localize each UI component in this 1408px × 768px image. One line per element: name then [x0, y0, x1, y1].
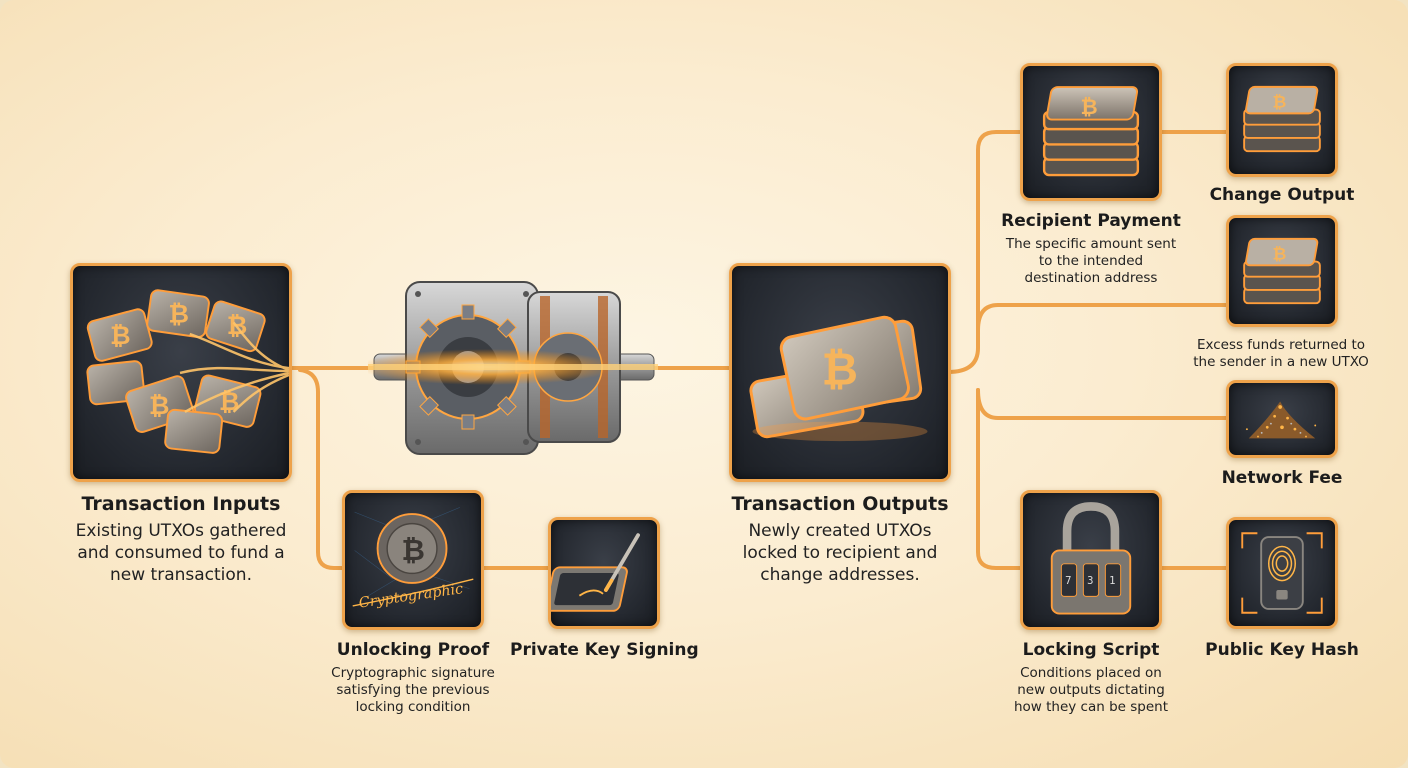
- private-key-signing-title: Private Key Signing: [510, 640, 699, 660]
- outputs-desc-line: locked to recipient and: [742, 543, 938, 563]
- svg-text:₿: ₿: [168, 299, 189, 328]
- svg-text:₿: ₿: [110, 321, 131, 350]
- change-output-description: Excess funds returned to the sender in a…: [1170, 337, 1392, 371]
- fingerprint-device-icon: [1241, 532, 1323, 614]
- inputs-desc-line: Existing UTXOs gathered: [75, 521, 287, 541]
- bitcoin-stack-icon: ₿: [1243, 237, 1321, 305]
- outputs-desc-line: Newly created UTXOs: [748, 521, 932, 541]
- svg-text:₿: ₿: [219, 387, 240, 416]
- gear-mechanism-icon: [358, 272, 658, 464]
- inputs-desc-line: and consumed to fund a: [77, 543, 285, 563]
- inputs-desc-line: new transaction.: [110, 565, 252, 585]
- public-key-hash-tile: [1226, 517, 1338, 629]
- inputs-description: Existing UTXOs gathered and consumed to …: [40, 520, 322, 586]
- network-fee-tile: [1226, 380, 1338, 458]
- change-output-title: Change Output: [1209, 185, 1355, 205]
- change-output-tile: ₿: [1226, 63, 1338, 177]
- outputs-tile: ₿: [729, 263, 951, 482]
- unlocking-proof-title: Unlocking Proof: [336, 640, 490, 660]
- network-fee-title: Network Fee: [1221, 468, 1343, 488]
- svg-text:₿: ₿: [1273, 245, 1287, 265]
- unlocking-proof-desc-line: locking condition: [355, 699, 471, 715]
- outputs-title: Transaction Outputs: [731, 493, 949, 515]
- private-key-signing-tile: [548, 517, 660, 629]
- svg-text:₿: ₿: [1080, 94, 1097, 119]
- locking-script-description: Conditions placed on new outputs dictati…: [986, 665, 1196, 716]
- recipient-payment-description: The specific amount sent to the intended…: [986, 236, 1196, 287]
- recipient-payment-desc-line: destination address: [1024, 270, 1158, 286]
- recipient-payment-desc-line: The specific amount sent: [1005, 236, 1177, 252]
- locking-script-desc-line: new outputs dictating: [1017, 682, 1165, 698]
- dust-pile-icon: [1246, 401, 1317, 439]
- unlocking-proof-desc-line: Cryptographic signature: [331, 665, 495, 681]
- change-funds-tile: ₿: [1226, 215, 1338, 327]
- locking-script-title: Locking Script: [1022, 640, 1160, 660]
- svg-text:3: 3: [1087, 575, 1093, 587]
- change-output-desc-line: Excess funds returned to: [1196, 337, 1366, 353]
- svg-text:₿: ₿: [402, 533, 425, 567]
- svg-text:₿: ₿: [1273, 93, 1287, 113]
- svg-text:7: 7: [1065, 575, 1071, 587]
- bitcoin-tokens-icon: ₿: [749, 315, 928, 442]
- unlocking-proof-description: Cryptographic signature satisfying the p…: [312, 665, 514, 716]
- padlock-icon: 7 3 1: [1050, 502, 1132, 615]
- change-output-desc-line: the sender in a new UTXO: [1193, 354, 1369, 370]
- stylus-tablet-icon: [551, 533, 640, 612]
- svg-text:1: 1: [1109, 575, 1115, 587]
- svg-text:₿: ₿: [149, 391, 170, 420]
- inputs-tile: ₿₿₿ ₿₿: [70, 263, 292, 482]
- recipient-payment-tile: ₿: [1020, 63, 1162, 201]
- locking-script-tile: 7 3 1: [1020, 490, 1162, 630]
- recipient-payment-desc-line: to the intended: [1038, 253, 1144, 269]
- scattered-bitcoin-coins-icon: ₿₿₿ ₿₿: [86, 289, 289, 454]
- unlocking-proof-desc-line: satisfying the previous: [336, 682, 490, 698]
- wax-seal-signature-icon: ₿ Cryptographic: [352, 507, 474, 612]
- recipient-payment-title: Recipient Payment: [1001, 211, 1181, 231]
- bitcoin-stack-icon: ₿: [1243, 85, 1321, 153]
- unlocking-proof-tile: ₿ Cryptographic: [342, 490, 484, 630]
- outputs-description: Newly created UTXOs locked to recipient …: [700, 520, 980, 586]
- outputs-desc-line: change addresses.: [760, 565, 920, 585]
- inputs-title: Transaction Inputs: [81, 493, 281, 515]
- locking-script-desc-line: how they can be spent: [1013, 699, 1169, 715]
- public-key-hash-title: Public Key Hash: [1205, 640, 1359, 660]
- bitcoin-stack-icon: ₿: [1042, 86, 1140, 177]
- svg-text:₿: ₿: [822, 343, 858, 396]
- locking-script-desc-line: Conditions placed on: [1020, 665, 1162, 681]
